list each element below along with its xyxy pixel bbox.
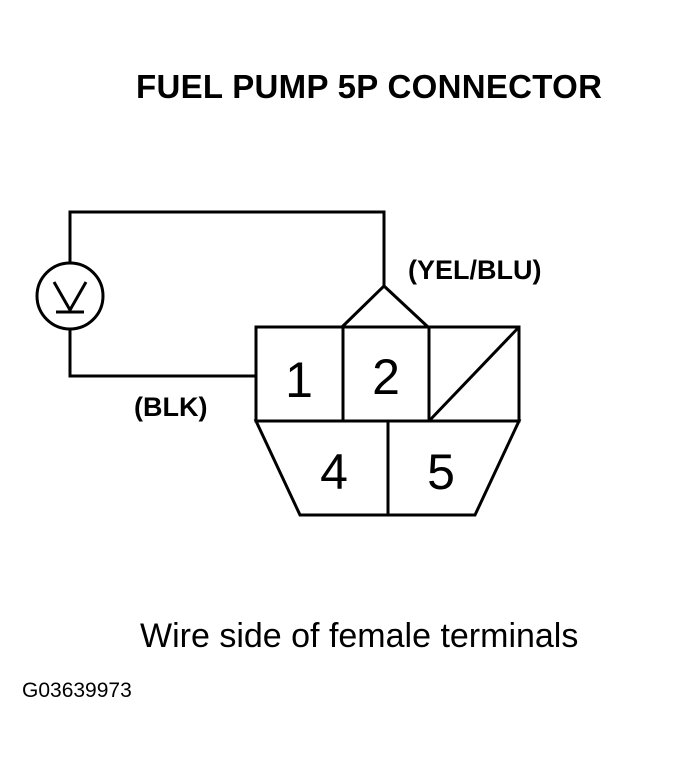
diagram-title: FUEL PUMP 5P CONNECTOR	[136, 68, 603, 105]
wire-blk	[68, 330, 256, 378]
lower-row-outline	[253, 419, 522, 517]
unused-terminal-slash	[427, 325, 521, 423]
wire-yel-blu	[68, 210, 386, 286]
pin-label-2: 2	[372, 349, 400, 405]
wire-label-blk: (BLK)	[134, 392, 208, 422]
pin-label-1: 1	[285, 352, 313, 408]
pin-label-5: 5	[427, 444, 455, 500]
probe-terminal-2	[340, 283, 430, 329]
test-wires	[68, 210, 386, 378]
wire-label-yel-blu: (YEL/BLU)	[408, 255, 542, 285]
figure-id: G03639973	[22, 679, 132, 702]
pin-label-4: 4	[320, 444, 348, 500]
voltmeter-icon	[35, 261, 105, 331]
caption: Wire side of female terminals	[140, 617, 579, 655]
connector-housing	[253, 325, 522, 517]
